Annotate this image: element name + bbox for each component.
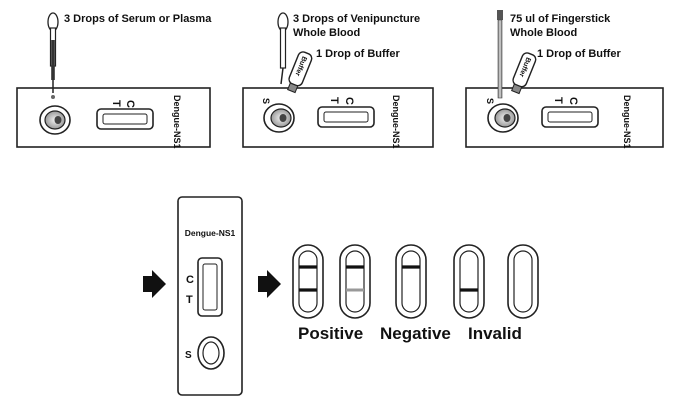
dropper-1 [47, 12, 59, 99]
line-t-label: T [328, 97, 340, 104]
instruction-1: 3 Drops of Serum or Plasma [64, 13, 212, 25]
line-t-label: T [110, 100, 122, 107]
line-c-label: C [567, 97, 579, 105]
instruction-2-line1: 3 Drops of Venipuncture [293, 13, 420, 25]
result-strip-invalid-1 [453, 244, 485, 319]
instruction-2-line2: Whole Blood [293, 27, 360, 39]
buffer-bottle-3: Buffer [511, 52, 537, 95]
instruction-3-line1: 75 ul of Fingerstick [510, 13, 611, 25]
vertical-cassette: Dengue-NS1 C T S [177, 196, 243, 396]
arrow-right-icon [143, 270, 166, 298]
result-strip-positive-1 [292, 244, 324, 319]
step-1: T C Dengue-NS1 3 Drops of Serum or Plasm… [16, 12, 212, 149]
dropper-2 [277, 12, 289, 85]
result-label-negative: Negative [380, 324, 451, 343]
sample-well-label: S [185, 350, 192, 361]
sample-well-label: S [485, 98, 495, 104]
test-name-label: Dengue-NS1 [172, 95, 182, 149]
line-t-label: T [552, 97, 564, 104]
buffer-instruction-2: 1 Drop of Buffer [316, 48, 400, 60]
line-c-label: C [124, 100, 136, 108]
step-3: S T C Dengue-NS1 Buffer 75 ul of Fingers… [465, 10, 664, 149]
instruction-3-line2: Whole Blood [510, 27, 577, 39]
result-label-positive: Positive [298, 324, 363, 343]
test-name-label: Dengue-NS1 [391, 95, 401, 149]
buffer-bottle-2: Buffer [287, 51, 313, 94]
test-name-label: Dengue-NS1 [622, 95, 632, 149]
line-t-label: T [186, 294, 193, 306]
sample-well-label: S [261, 98, 271, 104]
capillary-tube-3 [497, 10, 503, 99]
buffer-instruction-3: 1 Drop of Buffer [537, 48, 621, 60]
test-name-label: Dengue-NS1 [185, 228, 236, 238]
result-label-invalid: Invalid [468, 324, 522, 343]
step-2: S T C Dengue-NS1 Buffer 3 Drops of Venip… [242, 12, 434, 149]
arrow-right-icon [258, 270, 281, 298]
result-strip-positive-2 [339, 244, 371, 319]
line-c-label: C [343, 97, 355, 105]
line-c-label: C [186, 274, 194, 286]
result-strip-negative [395, 244, 427, 319]
result-strip-invalid-2 [507, 244, 539, 319]
